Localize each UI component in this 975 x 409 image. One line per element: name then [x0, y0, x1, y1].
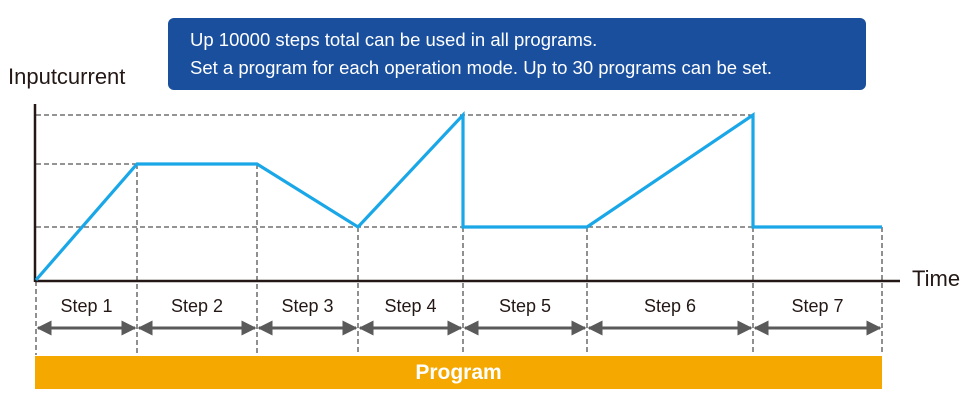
vertical-gridlines — [35, 164, 883, 355]
x-axis-label: Time — [912, 266, 961, 291]
step-label-7: Step 7 — [791, 296, 844, 316]
callout-line-2: Set a program for each operation mode. U… — [190, 57, 773, 78]
horizontal-gridlines — [36, 114, 882, 228]
program-label: Program — [415, 360, 502, 384]
step-label-6: Step 6 — [643, 296, 697, 316]
step-label-3: Step 3 — [281, 296, 334, 316]
program-bar: Program — [35, 356, 882, 389]
current-profile-line — [34, 110, 882, 282]
info-callout: Up 10000 steps total can be used in all … — [168, 18, 866, 90]
y-axis-label: Inputcurrent — [8, 64, 126, 89]
callout-line-1: Up 10000 steps total can be used in all … — [190, 29, 598, 50]
step-label-4: Step 4 — [384, 296, 437, 316]
step-label-1: Step 1 — [60, 296, 113, 316]
step-label-2: Step 2 — [170, 296, 224, 316]
step-label-5: Step 5 — [498, 296, 552, 316]
